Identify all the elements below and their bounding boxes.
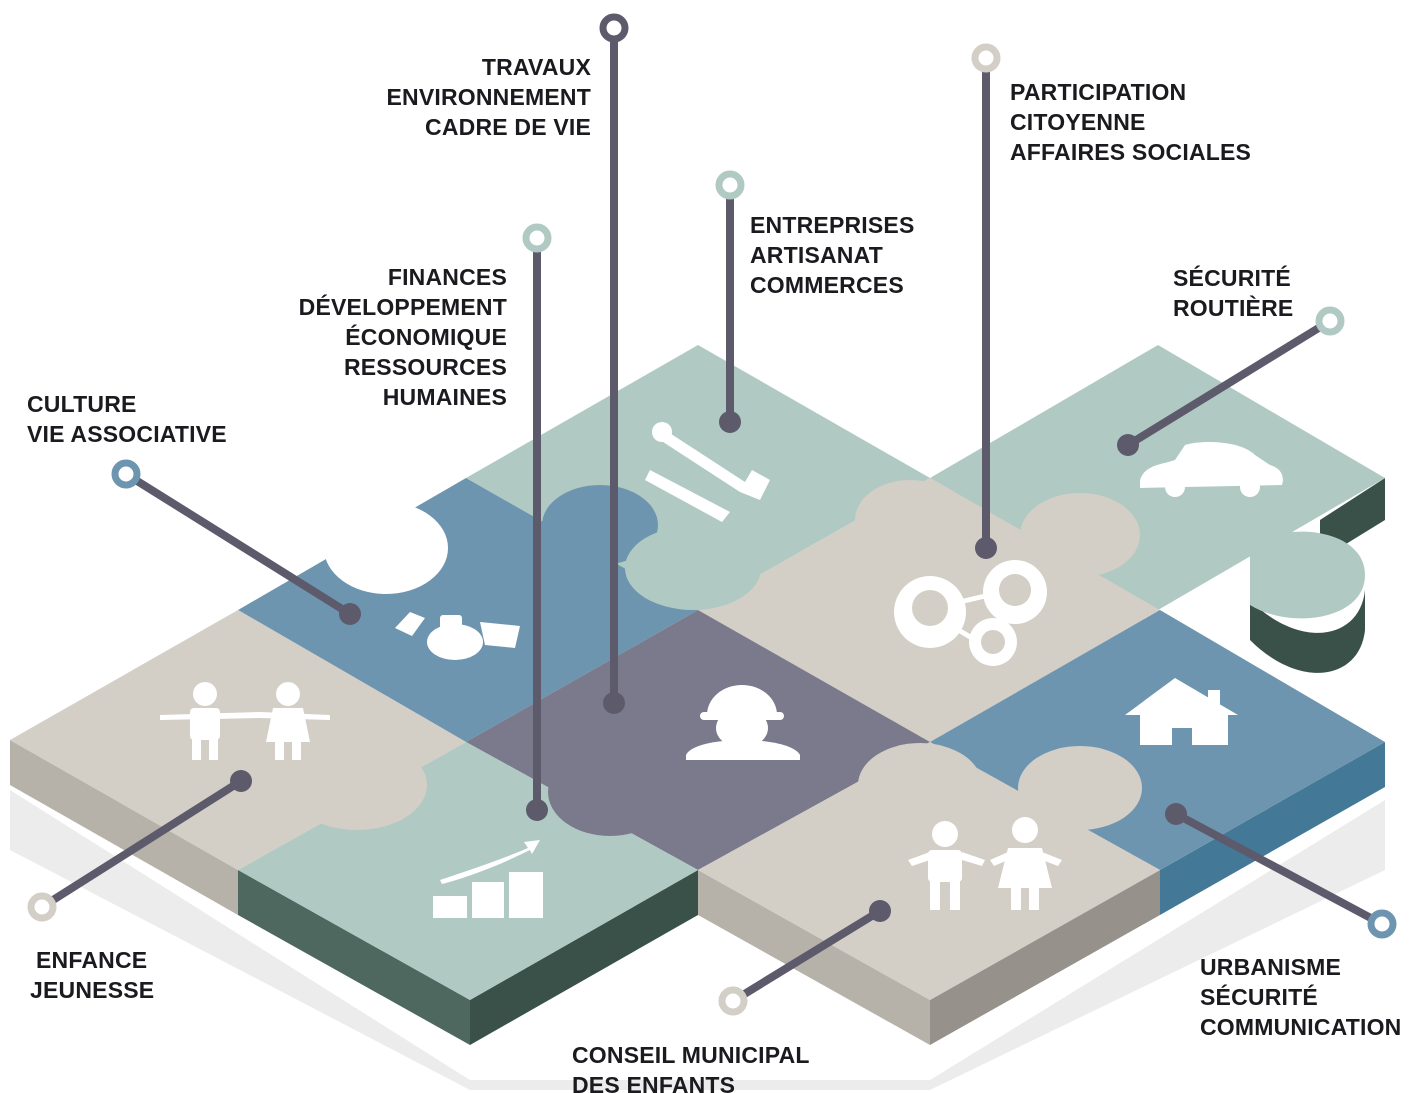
side-face-teal-right bbox=[470, 870, 698, 1045]
label-line: JEUNESSE bbox=[30, 977, 155, 1003]
pin-rings bbox=[27, 13, 1397, 1016]
knob bbox=[625, 526, 761, 610]
label-line: CONSEIL MUNICIPAL bbox=[572, 1042, 810, 1068]
label-line: ENVIRONNEMENT bbox=[386, 84, 591, 110]
label-line: ENTREPRISES bbox=[750, 212, 915, 238]
family-icon bbox=[908, 817, 1062, 910]
label-line: SÉCURITÉ bbox=[1173, 265, 1291, 291]
label-line: HUMAINES bbox=[382, 384, 507, 410]
side-face-blue-right bbox=[1160, 742, 1385, 915]
growth-chart-icon bbox=[433, 840, 543, 918]
label-line: ENFANCE bbox=[36, 947, 148, 973]
arts-icon bbox=[395, 612, 520, 660]
puzzle-shadow bbox=[10, 790, 1385, 1090]
label-line: URBANISME bbox=[1200, 954, 1342, 980]
label-culture: CULTURE VIE ASSOCIATIVE bbox=[27, 389, 227, 449]
label-line: SÉCURITÉ bbox=[1200, 984, 1318, 1010]
car-icon bbox=[1140, 442, 1283, 497]
knob bbox=[542, 485, 658, 565]
label-line: TRAVAUX bbox=[481, 54, 591, 80]
label-travaux: TRAVAUX ENVIRONNEMENT CADRE DE VIE bbox=[355, 52, 591, 142]
knob bbox=[548, 748, 672, 836]
people-network-icon bbox=[894, 560, 1047, 666]
children-icon bbox=[160, 682, 330, 760]
label-line: ROUTIÈRE bbox=[1173, 295, 1294, 321]
house-icon bbox=[1125, 678, 1238, 745]
label-line: ARTISANAT bbox=[750, 242, 883, 268]
connector-lines bbox=[38, 26, 1386, 1005]
label-line: ÉCONOMIQUE bbox=[345, 324, 507, 350]
label-line: FINANCES bbox=[387, 264, 507, 290]
knob bbox=[1020, 493, 1140, 577]
label-urbanisme: URBANISME SÉCURITÉ COMMUNICATION bbox=[1200, 952, 1401, 1042]
side-face-beige-front bbox=[698, 870, 930, 1045]
label-line: CITOYENNE bbox=[1010, 109, 1146, 135]
label-line: RESSOURCES bbox=[343, 354, 507, 380]
label-securite-routiere: SÉCURITÉ ROUTIÈRE bbox=[1173, 263, 1293, 323]
label-line: DÉVELOPPEMENT bbox=[298, 294, 507, 320]
side-face-car-tab bbox=[1250, 590, 1365, 673]
knob bbox=[324, 502, 448, 594]
label-line: COMMERCES bbox=[750, 272, 904, 298]
label-line: COMMUNICATION bbox=[1200, 1014, 1402, 1040]
line-end-dots bbox=[230, 411, 1187, 922]
worker-icon bbox=[686, 685, 800, 760]
knob bbox=[858, 743, 982, 827]
label-line: DES ENFANTS bbox=[572, 1072, 736, 1093]
piece-car-tab bbox=[1250, 531, 1365, 619]
side-face-teal-front bbox=[238, 870, 470, 1045]
label-line: VIE ASSOCIATIVE bbox=[27, 421, 227, 447]
label-entreprises: ENTREPRISES ARTISANAT COMMERCES bbox=[750, 210, 915, 300]
knob bbox=[855, 480, 965, 560]
label-line: CADRE DE VIE bbox=[425, 114, 591, 140]
label-conseil: CONSEIL MUNICIPAL DES ENFANTS bbox=[572, 1040, 810, 1093]
label-line: CULTURE bbox=[27, 391, 137, 417]
knob bbox=[287, 740, 427, 830]
side-face-beige-right bbox=[930, 870, 1160, 1045]
side-face-left bbox=[10, 740, 238, 915]
knob bbox=[1018, 746, 1142, 830]
label-participation: PARTICIPATION CITOYENNE AFFAIRES SOCIALE… bbox=[1010, 77, 1251, 167]
tools-icon bbox=[645, 422, 770, 522]
label-line: PARTICIPATION bbox=[1010, 79, 1187, 105]
label-line: AFFAIRES SOCIALES bbox=[1010, 139, 1252, 165]
label-finances: FINANCES DÉVELOPPEMENT ÉCONOMIQUE RESSOU… bbox=[270, 262, 507, 412]
label-enfance: ENFANCE JEUNESSE bbox=[30, 945, 154, 1005]
